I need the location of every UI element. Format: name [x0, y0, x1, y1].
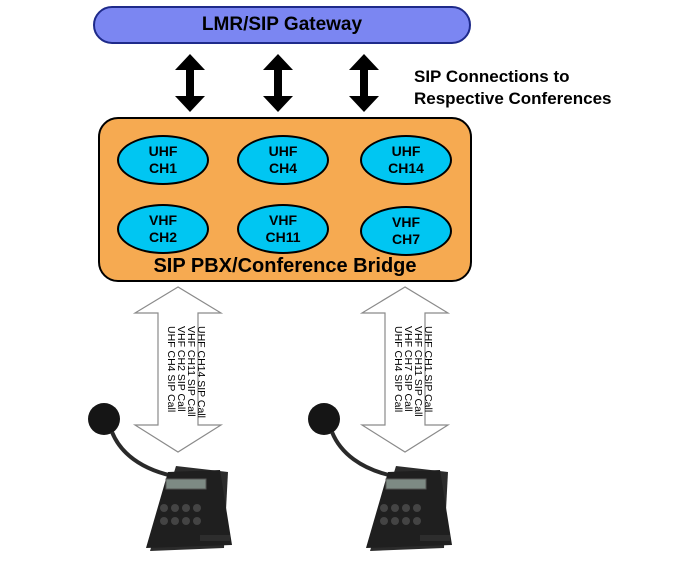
console-link-arrow-left: [132, 286, 224, 453]
sip-pbx-conference-bridge: UHF CH1 UHF CH4 UHF CH14 VHF CH2 VHF CH1…: [98, 117, 472, 282]
channel-number: CH7: [391, 231, 420, 247]
call-label: VHF CH11 SIP Call: [185, 326, 197, 417]
sip-connection-arrow-2: [263, 54, 293, 112]
call-label: UHF CH4 SIP Call: [392, 326, 404, 413]
channel-band: UHF: [148, 143, 178, 159]
channel-number: CH14: [388, 160, 424, 176]
channel-number: CH11: [265, 229, 301, 245]
call-label: VHF CH11 SIP Call: [412, 326, 424, 417]
sip-connection-arrow-3: [349, 54, 379, 112]
channel-band: VHF: [392, 214, 420, 230]
channel-number: CH4: [268, 160, 297, 176]
conference-uhf-ch4: UHF CH4: [237, 135, 329, 185]
call-label: UHF CH4 SIP Call: [165, 326, 177, 413]
lmr-sip-gateway: LMR/SIP Gateway: [93, 6, 471, 44]
console-link-arrow-right: [359, 286, 451, 453]
conference-uhf-ch1: UHF CH1: [117, 135, 209, 185]
channel-number: CH2: [148, 229, 177, 245]
channel-band: VHF: [149, 212, 177, 228]
sip-connections-line-1: SIP Connections to: [414, 67, 570, 86]
sip-connections-line-2: Respective Conferences: [414, 89, 612, 108]
conference-vhf-ch7: VHF CH7: [360, 206, 452, 256]
channel-band: UHF: [268, 143, 298, 159]
channel-number: CH1: [148, 160, 177, 176]
console-left-call-list: UHF CH14 SIP Call VHF CH11 SIP Call VHF …: [152, 326, 207, 446]
call-label: UHF CH14 SIP Call: [195, 326, 207, 418]
sip-connection-arrow-1: [175, 54, 205, 112]
dispatch-console-icon-left: [88, 403, 232, 551]
conference-vhf-ch11: VHF CH11: [237, 204, 329, 254]
gateway-label: LMR/SIP Gateway: [201, 14, 363, 35]
pbx-title: SIP PBX/Conference Bridge: [153, 255, 417, 277]
sip-connections-note: SIP Connections to Respective Conference…: [414, 66, 680, 110]
channel-band: UHF: [391, 143, 421, 159]
conference-vhf-ch2: VHF CH2: [117, 204, 209, 254]
conference-uhf-ch14: UHF CH14: [360, 135, 452, 185]
call-label: VHF CH7 SIP Call: [402, 326, 414, 412]
console-right-call-list: UHF CH1 SIP Call VHF CH11 SIP Call VHF C…: [379, 326, 434, 446]
dispatch-console-icon-right: [308, 403, 452, 551]
call-label: UHF CH1 SIP Call: [422, 326, 434, 413]
channel-band: VHF: [269, 212, 297, 228]
call-label: VHF CH2 SIP Call: [175, 326, 187, 412]
